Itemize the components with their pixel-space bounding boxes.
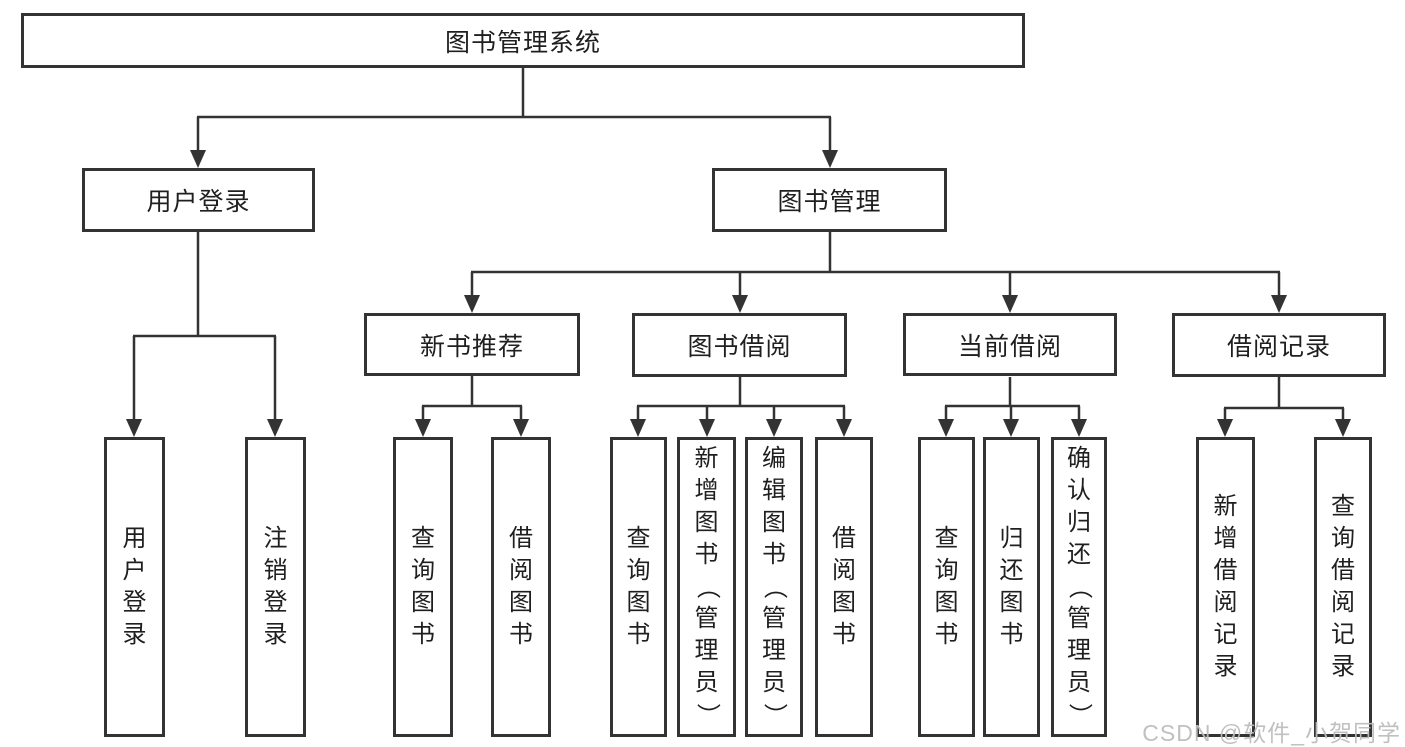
leaf-query-borrow-record: 查询借阅记录 <box>1314 437 1372 737</box>
leaf-query-books-recommend: 查询图书 <box>393 437 453 737</box>
arrow-down-icon <box>766 419 782 437</box>
leaf-borrow-books-borrowing: 借阅图书 <box>815 437 873 737</box>
node-user-login: 用户登录 <box>82 168 315 232</box>
leaf-add-borrow-record: 新增借阅记录 <box>1196 437 1255 737</box>
leaf-confirm-return-admin: 确认归还（管理员） <box>1051 437 1107 737</box>
node-new-book-recommend: 新书推荐 <box>364 313 580 376</box>
arrow-down-icon <box>1003 419 1019 437</box>
node-root-system: 图书管理系统 <box>21 13 1025 68</box>
connector-new-rec-children <box>415 376 529 437</box>
arrow-down-icon <box>126 419 142 437</box>
node-current-borrowing: 当前借阅 <box>903 313 1117 376</box>
arrow-down-icon <box>1071 419 1087 437</box>
arrow-down-icon <box>190 150 206 168</box>
arrow-down-icon <box>1217 419 1233 437</box>
leaf-user-login: 用户登录 <box>104 437 165 737</box>
leaf-return-book: 归还图书 <box>983 437 1040 737</box>
connector-user-login-children <box>126 232 283 437</box>
arrow-down-icon <box>415 419 431 437</box>
arrow-down-icon <box>1271 295 1287 313</box>
leaf-logout: 注销登录 <box>245 437 306 737</box>
arrow-down-icon <box>1335 419 1351 437</box>
leaf-borrow-books-recommend: 借阅图书 <box>491 437 551 737</box>
connector-book-mgmt-children <box>464 232 1287 313</box>
arrow-down-icon <box>699 419 715 437</box>
leaf-query-books-borrowing: 查询图书 <box>610 437 667 737</box>
arrow-down-icon <box>822 150 838 168</box>
node-book-management: 图书管理 <box>712 168 947 232</box>
connector-borrow-records-children <box>1217 377 1351 437</box>
leaf-add-book-admin: 新增图书（管理员） <box>677 437 736 737</box>
arrow-down-icon <box>938 419 954 437</box>
leaf-query-books-current: 查询图书 <box>918 437 975 737</box>
arrow-down-icon <box>267 419 283 437</box>
arrow-down-icon <box>464 295 480 313</box>
connector-current-borrow-children <box>938 377 1087 437</box>
arrow-down-icon <box>1002 295 1018 313</box>
arrow-down-icon <box>732 295 748 313</box>
arrow-down-icon <box>630 419 646 437</box>
arrow-down-icon <box>513 419 529 437</box>
leaf-edit-book-admin: 编辑图书（管理员） <box>745 437 803 737</box>
connector-book-borrow-children <box>630 377 852 437</box>
node-borrow-records: 借阅记录 <box>1172 313 1386 377</box>
connector-root-to-level2 <box>190 68 838 168</box>
csdn-watermark: CSDN @软件_小贺同学 <box>1142 720 1401 746</box>
node-book-borrowing: 图书借阅 <box>632 313 847 377</box>
arrow-down-icon <box>836 419 852 437</box>
